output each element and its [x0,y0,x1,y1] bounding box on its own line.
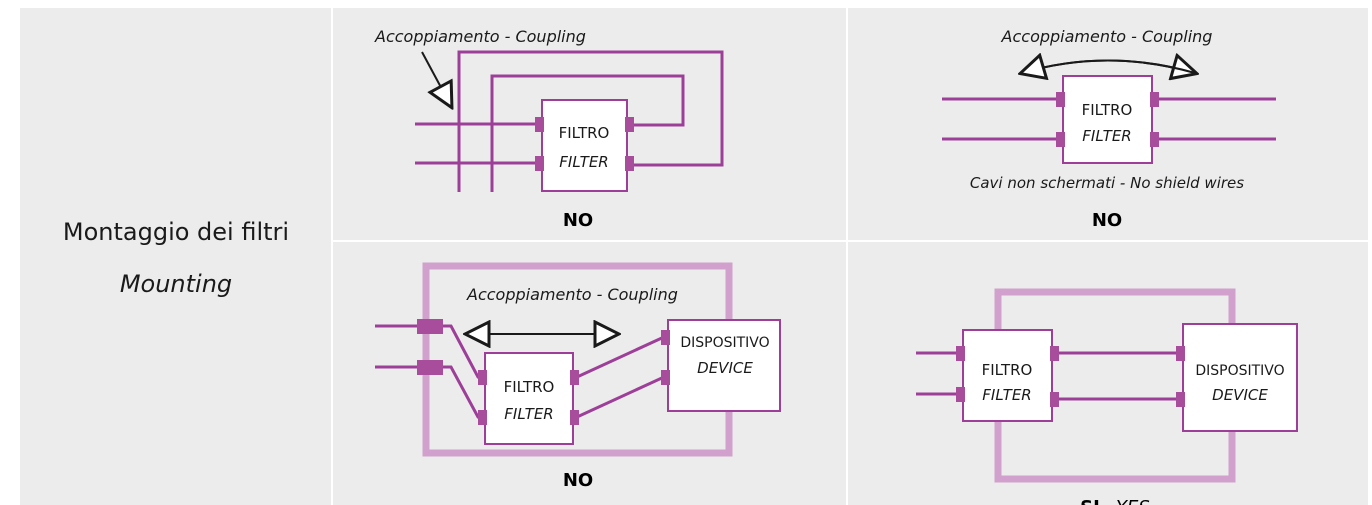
filter-sublabel: FILTER [982,386,1031,404]
terminal [535,156,544,171]
verdict-yes-sub: - YES [1104,497,1150,505]
terminal [1050,392,1059,407]
column-divider [331,8,333,505]
device-label: DISPOSITIVO [1195,363,1284,379]
terminal [956,387,965,402]
terminal [570,370,579,385]
terminal [1176,346,1185,361]
terminal [625,156,634,171]
terminal [1176,392,1185,407]
terminal [956,346,965,361]
terminal [625,117,634,132]
filter-sublabel: FILTER [504,405,553,423]
panel-correct-mounting: FILTRO FILTER DISPOSITIVO DEVICE SI - YES [916,288,1298,505]
filter-box [962,329,1053,422]
row-divider [333,240,1368,242]
device-sublabel: DEVICE [1212,386,1268,404]
wires [942,97,1276,141]
column-divider [846,8,848,505]
note-label: Cavi non schermati - No shield wires [970,174,1244,192]
device-label: DISPOSITIVO [680,335,769,351]
terminal [1056,132,1065,147]
terminal [1150,132,1159,147]
terminal [1056,92,1065,107]
coupling-label: Accoppiamento - Coupling [1001,27,1213,46]
terminal [570,410,579,425]
filter-label: FILTRO [559,124,610,142]
coupling-arrow [421,51,451,106]
panel-shielded-coupling: Accoppiamento - Coupling FILTRO FILTER D… [375,262,781,491]
terminal [417,360,443,375]
terminal [1050,346,1059,361]
filter-label: FILTRO [982,361,1033,379]
coupling-label: Accoppiamento - Coupling [466,285,678,304]
wires [415,50,724,192]
panel-coupling-loop: Accoppiamento - Coupling FILTRO FILTER N… [374,27,724,231]
terminal [1150,92,1159,107]
terminal [417,319,443,334]
verdict-label: NO [1092,210,1122,231]
verdict-label: NO [563,470,593,491]
filter-sublabel: FILTER [1082,127,1131,145]
filter-label: FILTRO [1082,101,1133,119]
device-box [667,319,781,412]
terminal [661,330,670,345]
diagram-page: Montaggio dei filtri Mounting Accoppiame… [20,8,1368,505]
wires [916,351,1180,401]
section-subtitle: Mounting [119,270,233,298]
panel-no-shield: Accoppiamento - Coupling FILTRO FILTER C… [942,27,1276,231]
terminal [478,370,487,385]
coupling-arrow [1022,61,1196,74]
coupling-label: Accoppiamento - Coupling [374,27,586,46]
device-box [1182,323,1298,432]
device-sublabel: DEVICE [697,359,753,377]
section-title: Montaggio dei filtri [62,218,290,246]
terminal [478,410,487,425]
filter-box [1062,75,1153,164]
filter-box [541,99,628,192]
verdict-label: SI - YES [1080,497,1150,505]
filter-box [484,352,574,445]
verdict-label: NO [563,210,593,231]
filter-sublabel: FILTER [559,153,608,171]
verdict-yes: SI [1080,497,1100,505]
terminal [661,370,670,385]
terminal [535,117,544,132]
filter-label: FILTRO [504,378,555,396]
